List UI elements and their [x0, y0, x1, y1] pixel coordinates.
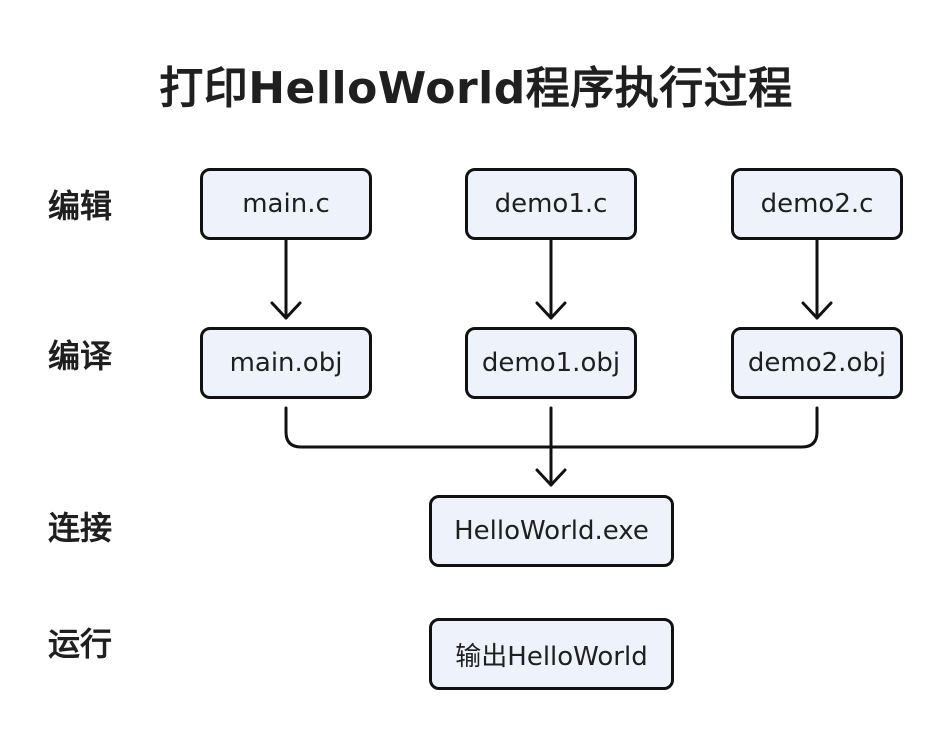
stage-label-compile: 编译: [48, 337, 113, 375]
node-main-obj: main.obj: [200, 327, 372, 399]
diagram-title: 打印HelloWorld程序执行过程: [159, 63, 793, 114]
node-main-c: main.c: [200, 168, 372, 240]
node-demo1-obj: demo1.obj: [465, 327, 637, 399]
node-output-helloworld: 输出HelloWorld: [429, 618, 674, 690]
stage-label-link: 连接: [48, 509, 113, 547]
node-demo1-c: demo1.c: [465, 168, 637, 240]
stage-label-edit: 编辑: [48, 187, 113, 225]
node-demo2-obj: demo2.obj: [731, 327, 903, 399]
stage-label-run: 运行: [48, 625, 113, 663]
node-demo2-c: demo2.c: [731, 168, 903, 240]
node-helloworld-exe: HelloWorld.exe: [429, 495, 674, 567]
